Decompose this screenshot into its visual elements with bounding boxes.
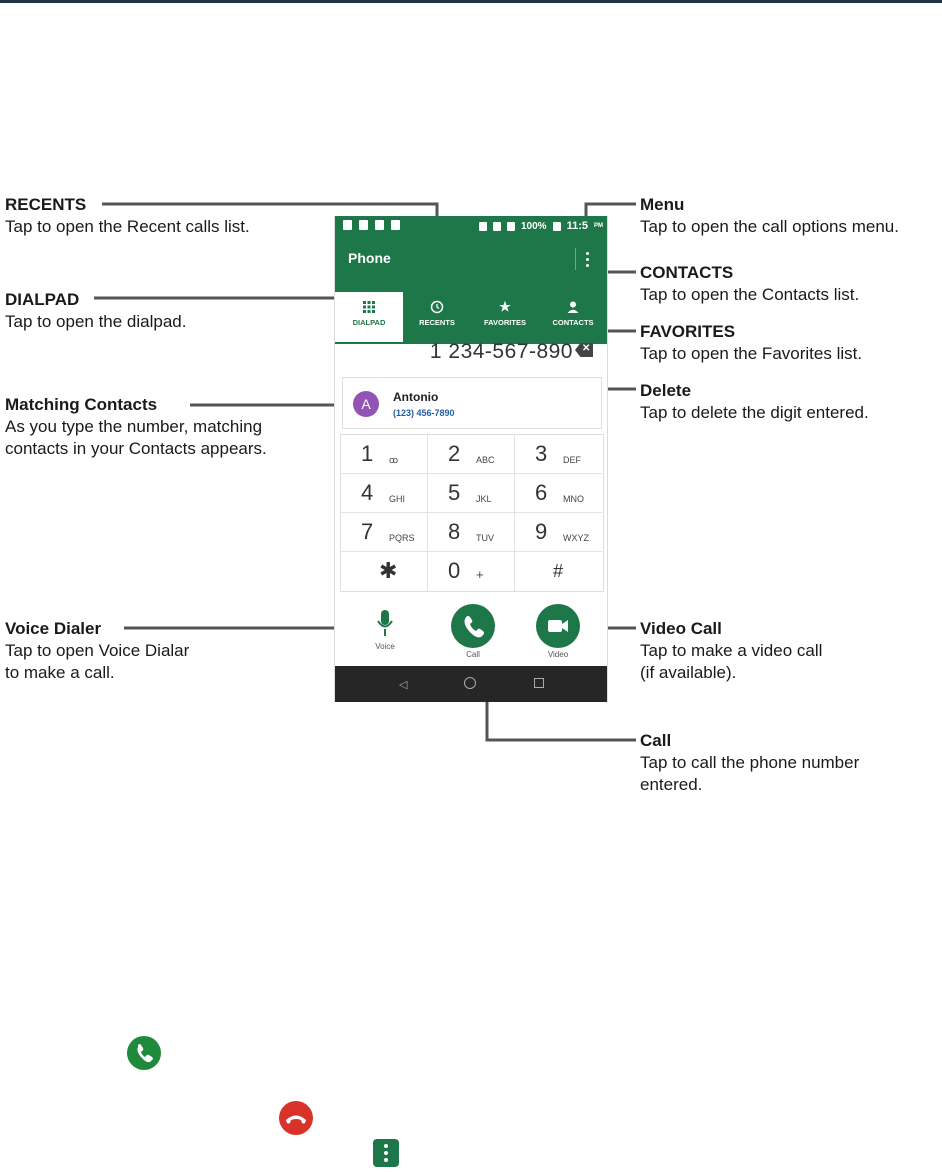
status-bar: 100% 11:5 PM xyxy=(335,216,607,238)
image-icon xyxy=(391,220,400,230)
mute-icon xyxy=(479,221,487,231)
contact-number: (123) 456-7890 xyxy=(393,408,455,418)
dialed-number[interactable]: 1 234-567-890 xyxy=(429,340,573,363)
battery-icon xyxy=(552,221,561,231)
key-0[interactable]: 0+ xyxy=(428,552,515,591)
app-bar: Phone xyxy=(335,238,607,294)
call-icon xyxy=(127,1036,161,1070)
mail-icon xyxy=(359,220,368,230)
tab-dialpad[interactable]: DIALPAD xyxy=(335,292,403,344)
home-icon[interactable] xyxy=(464,677,476,689)
sim-icon xyxy=(375,220,384,230)
key-star[interactable]: ✱ xyxy=(341,552,428,591)
voicemail-icon: ꝏ xyxy=(389,455,399,465)
recent-apps-icon[interactable] xyxy=(534,678,544,688)
tab-contacts-label: CONTACTS xyxy=(552,318,594,327)
avatar: A xyxy=(353,391,379,417)
touch-icon xyxy=(343,220,352,230)
callout-favorites: FAVORITES Tap to open the Favorites list… xyxy=(640,322,863,363)
clock: 11:5 xyxy=(566,220,588,232)
app-title: Phone xyxy=(348,250,391,266)
callout-video-call: Video Call Tap to make a video call (if … xyxy=(640,619,823,682)
callout-delete: Delete Tap to delete the digit entered. xyxy=(640,381,869,422)
voice-label: Voice xyxy=(375,642,395,651)
call-label: Call xyxy=(466,650,480,659)
voice-button[interactable]: Voice xyxy=(361,608,409,651)
callout-menu: Menu Tap to open the call options menu. xyxy=(640,195,899,236)
tab-recents[interactable]: RECENTS xyxy=(403,292,471,344)
delete-button[interactable] xyxy=(575,343,593,357)
key-hash[interactable]: # xyxy=(553,561,564,581)
battery-percent: 100% xyxy=(521,220,547,232)
tab-favorites-label: FAVORITES xyxy=(484,318,526,327)
ampm: PM xyxy=(594,223,603,229)
star-icon: ★ xyxy=(499,299,511,314)
more-options-button[interactable] xyxy=(575,248,598,270)
callout-recents: RECENTS Tap to open the Recent calls lis… xyxy=(5,195,250,236)
video-label: Video xyxy=(547,650,569,659)
callout-matching-contacts: Matching Contacts As you type the number… xyxy=(5,395,267,458)
callout-voice-dialer: Voice Dialer Tap to open Voice Dialar to… xyxy=(5,619,190,682)
wifi-icon xyxy=(493,221,501,231)
microphone-icon xyxy=(377,610,393,636)
person-icon xyxy=(566,300,580,314)
callout-call: Call Tap to call the phone number entere… xyxy=(640,731,860,794)
more-options-icon xyxy=(373,1139,399,1167)
tab-favorites[interactable]: ★ FAVORITES xyxy=(471,292,539,344)
callout-dialpad: DIALPAD Tap to open the dialpad. xyxy=(5,290,187,331)
tab-recents-label: RECENTS xyxy=(419,318,455,327)
callout-contacts: CONTACTS Tap to open the Contacts list. xyxy=(640,263,860,304)
video-camera-icon xyxy=(536,604,580,648)
back-icon[interactable]: ◁ xyxy=(399,679,408,691)
signal-icon xyxy=(507,221,515,231)
phone-icon xyxy=(451,604,495,648)
video-call-button[interactable]: Video xyxy=(533,604,583,659)
end-call-icon xyxy=(279,1101,313,1135)
phone-screen: 100% 11:5 PM Phone DIALPAD RECENTS ★ FAVO… xyxy=(334,216,608,702)
contact-name: Antonio xyxy=(393,390,439,404)
matching-contact[interactable]: A Antonio (123) 456-7890 xyxy=(342,377,602,429)
top-rule xyxy=(0,0,942,3)
system-nav-bar: ◁ xyxy=(335,666,607,702)
tab-contacts[interactable]: CONTACTS xyxy=(539,292,607,344)
dialpad-icon xyxy=(362,300,376,314)
tab-dialpad-label: DIALPAD xyxy=(352,318,386,327)
call-button[interactable]: Call xyxy=(448,604,498,659)
clock-icon xyxy=(430,300,444,314)
